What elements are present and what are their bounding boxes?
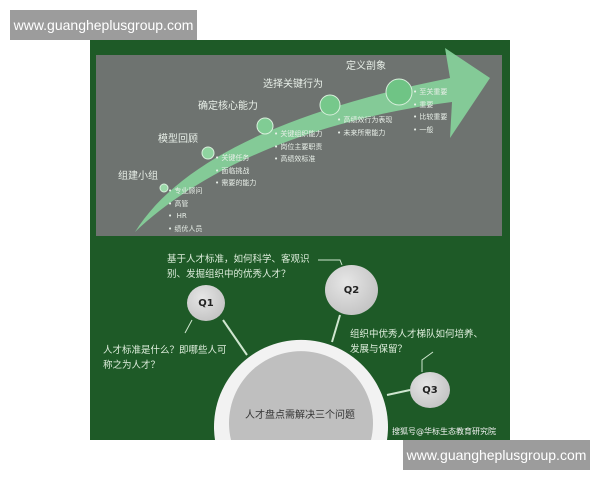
arrow-graphic <box>135 48 490 440</box>
q3-bubble: Q3 <box>410 372 450 408</box>
step-bullets: • 关键组织能力• 岗位主要职责• 高绩效标准 <box>274 130 323 163</box>
step-dot <box>159 183 169 193</box>
center-core <box>229 351 373 440</box>
credit: 搜狐号@华标生态教育研究院 <box>392 427 496 436</box>
step-bullets: • 至关重要• 重要• 比较重要• 一般 <box>413 88 448 134</box>
step-dot <box>385 78 413 106</box>
connector <box>386 389 411 396</box>
pointer <box>318 259 343 266</box>
step-dot <box>256 117 274 135</box>
q2-bubble: Q2 <box>325 265 378 315</box>
step-dot <box>201 146 215 160</box>
step-title: 选择关键行为 <box>263 79 323 90</box>
q1-bubble: Q1 <box>187 285 225 321</box>
connector <box>331 314 341 343</box>
step-dot <box>319 94 341 116</box>
step-title: 确定核心能力 <box>198 101 258 112</box>
watermark-top: www.guangheplusgroup.com <box>10 10 197 40</box>
step-bullets: • 关键任务• 面临挑战• 需要的能力 <box>215 154 257 187</box>
q3-text: 组织中优秀人才梯队如何培养、发展与保留？ <box>350 329 484 355</box>
step-title: 定义剖象 <box>346 61 386 72</box>
step-bullets: • 专业顾问• 高管• HR• 绩优人员 <box>168 187 203 233</box>
step-title: 组建小组 <box>118 171 158 182</box>
connector <box>222 319 248 356</box>
q2-text: 基于人才标准，如何科学、客观识别、发掘组织中的优秀人才？ <box>167 254 310 280</box>
pointer <box>421 351 434 372</box>
center-title: 人才盘点需解决三个问题 <box>245 410 355 421</box>
q1-text: 人才标准是什么？即哪些人可称之为人才？ <box>103 345 227 371</box>
pointer <box>184 319 193 334</box>
watermark-bottom: www.guangheplusgroup.com <box>403 440 590 470</box>
infographic: 组建小组 模型回顾 确定核心能力 选择关键行为 定义剖象 • 专业顾问• 高管•… <box>90 40 510 440</box>
step-bullets: • 高绩效行为表现• 未来所需能力 <box>337 116 393 137</box>
step-title: 模型回顾 <box>158 134 198 145</box>
